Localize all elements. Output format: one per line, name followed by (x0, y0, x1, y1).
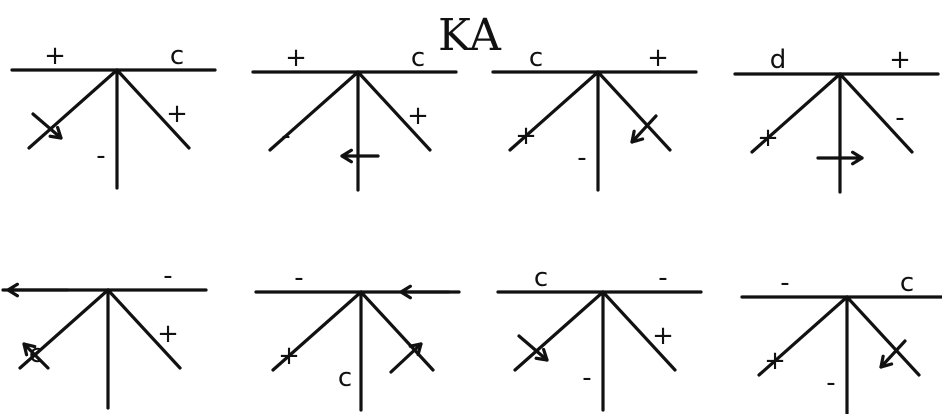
right-arm (601, 290, 677, 372)
direction-arrow (816, 150, 864, 166)
vertex-diagram: + c - + (251, 43, 458, 192)
direction-arrow-shaft (879, 339, 907, 369)
label-bottom: - (582, 363, 591, 393)
label-bottom: - (577, 143, 586, 173)
direction-arrow-head (851, 150, 864, 166)
label-right: + (157, 319, 179, 349)
vertex-diagram: + c + - (10, 41, 217, 190)
left-arm (271, 290, 363, 372)
direction-arrow-head (534, 347, 549, 362)
vertex-diagram: d + + - (733, 45, 940, 194)
label-top-left: d (770, 45, 787, 75)
direction-arrow-head (399, 284, 412, 300)
right-arm (115, 68, 191, 150)
vertex-diagram: -c+ (1, 261, 208, 410)
label-bottom: - (826, 368, 835, 398)
direction-arrow-head (340, 148, 353, 164)
right-arm (356, 70, 432, 152)
arm-arrow-shaft (22, 342, 50, 370)
title: KA (438, 10, 502, 61)
direction-arrow (31, 112, 63, 140)
direction-arrow-shaft (31, 112, 63, 140)
left-arm (513, 290, 605, 372)
vertex-diagram: - c + - (740, 268, 942, 414)
arm-arrow (22, 342, 50, 370)
label-top-left: c (529, 43, 543, 73)
right-arm (106, 288, 182, 370)
label-right: + (652, 321, 674, 351)
label-top-right: + (647, 43, 669, 73)
label-top-left: c (534, 263, 548, 293)
label-top-right: c (900, 268, 914, 298)
label-right: - (895, 103, 904, 133)
vertex-diagram: - + c (254, 263, 461, 412)
direction-arrow-shaft (517, 334, 549, 362)
vertex-diagram: c - + - (496, 263, 703, 412)
label-top-right: + (889, 45, 911, 75)
label-top-right: c (411, 43, 425, 73)
label-left: + (764, 346, 786, 376)
direction-arrow-head (879, 354, 894, 369)
label-left: - (281, 121, 290, 151)
direction-arrow-shaft (630, 114, 658, 144)
label-right: + (407, 101, 429, 131)
left-arm (268, 70, 360, 152)
direction-arrow (399, 284, 451, 300)
direction-arrow-head (48, 125, 63, 140)
direction-arrow-head (6, 282, 19, 298)
label-top-left: - (294, 263, 303, 293)
direction-arrow (517, 334, 549, 362)
label-left: + (278, 341, 300, 371)
arm-arrow-head (408, 342, 423, 357)
direction-arrow (6, 282, 70, 298)
right-arm (596, 70, 672, 152)
left-arm (757, 295, 849, 377)
direction-arrow (630, 114, 658, 144)
vertex-diagrams: +c+-+c-+c++-d++--c+-+cc-+--c+- (1, 41, 942, 414)
right-arm (359, 290, 435, 372)
right-arm (845, 295, 921, 377)
vertex-diagram: c + + - (491, 43, 698, 192)
label-left: + (757, 123, 779, 153)
label-top-left: + (44, 41, 66, 71)
label-bottom: - (96, 141, 105, 171)
label-left: + (515, 121, 537, 151)
arm-arrow (389, 342, 423, 374)
label-top-right: - (658, 263, 667, 293)
left-arm (27, 68, 119, 150)
label-bottom: c (338, 363, 352, 393)
direction-arrow (340, 148, 380, 164)
left-arm (508, 70, 600, 152)
left-arm (750, 72, 842, 154)
label-right: + (166, 99, 188, 129)
label-top-right: - (163, 261, 172, 291)
arm-arrow-shaft (389, 342, 423, 374)
label-top-left: - (780, 268, 789, 298)
right-arm (838, 72, 914, 154)
arm-arrow-head (22, 342, 37, 357)
label-top-left: + (285, 43, 307, 73)
label-top-right: c (170, 41, 184, 71)
direction-arrow (879, 339, 907, 369)
direction-arrow-head (630, 129, 645, 144)
